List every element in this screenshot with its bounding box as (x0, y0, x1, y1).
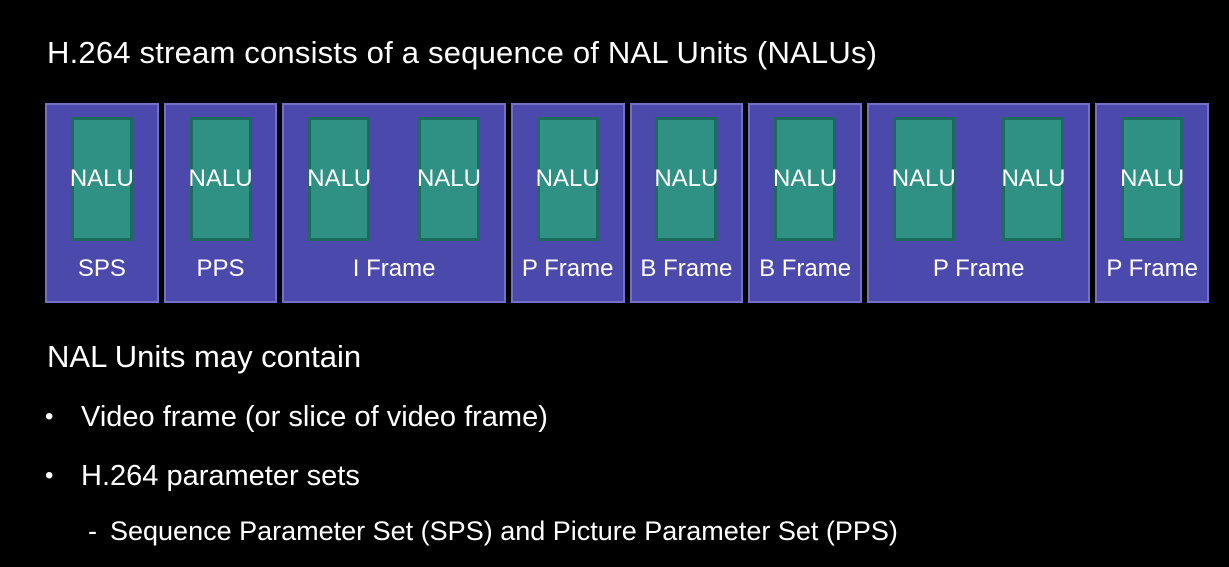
nalu-row: NALU (513, 105, 623, 241)
bullet-dot-icon: • (45, 462, 54, 489)
nalu-box: NALU (654, 117, 718, 241)
nalu-box: NALU (1120, 117, 1184, 241)
group-label: SPS (77, 255, 126, 282)
nalu-row: NALU (750, 105, 860, 241)
nalu-box: NALU (773, 117, 837, 241)
group-label: P Frame (932, 255, 1025, 282)
bullet-text: Video frame (or slice of video frame) (81, 401, 548, 433)
group-label: P Frame (1106, 255, 1198, 282)
nalu-box: NALU (536, 117, 600, 241)
nalu-row: NALU (632, 105, 742, 241)
nalu-group-pps: NALU PPS (163, 103, 278, 303)
nalu-group-b-frame: NALU B Frame (629, 103, 744, 303)
nalu-box: NALU (307, 117, 371, 241)
nalu-row: NALU (47, 105, 157, 241)
nalu-group-b-frame: NALU B Frame (748, 103, 862, 303)
nalu-box: NALU (1001, 117, 1065, 241)
subbullet-sps-pps: - Sequence Parameter Set (SPS) and Pictu… (88, 513, 1209, 549)
nalu-group-p-frame: NALU P Frame (510, 103, 625, 303)
nalu-row: NALU NALU (869, 105, 1088, 241)
nalu-row: NALU NALU (284, 105, 503, 241)
bullet-video-frame: • Video frame (or slice of video frame) (45, 399, 1209, 435)
slide-subtitle: NAL Units may contain (47, 339, 362, 374)
nalu-box: NALU (189, 117, 253, 241)
nalu-group-i-frame: NALU NALU I Frame (282, 103, 506, 303)
nalu-row: NALU (166, 105, 276, 241)
nalu-group-p-frame: NALU P Frame (1095, 103, 1210, 303)
group-label: P Frame (521, 255, 614, 282)
bullet-parameter-sets: • H.264 parameter sets (45, 458, 1209, 494)
group-label: B Frame (640, 255, 733, 282)
nalu-group-p-frame: NALU NALU P Frame (866, 103, 1091, 303)
group-label: PPS (196, 255, 245, 282)
nalu-box: NALU (892, 117, 956, 241)
group-label: I Frame (352, 255, 436, 282)
nalu-box: NALU (70, 117, 134, 241)
bullet-dot-icon: • (45, 403, 54, 430)
bullet-dash-icon: - (88, 516, 97, 546)
nalu-diagram: NALU SPS NALU PPS NALU NALU I Frame NALU P Frame… (45, 103, 1210, 303)
nalu-row: NALU (1097, 105, 1207, 241)
bullet-text: Sequence Parameter Set (SPS) and Picture… (110, 516, 898, 546)
nalu-group-sps: NALU SPS (45, 103, 159, 303)
bullet-text: H.264 parameter sets (81, 460, 360, 492)
nalu-box: NALU (417, 117, 481, 241)
group-label: B Frame (759, 255, 852, 282)
slide-title: H.264 stream consists of a sequence of N… (47, 35, 878, 70)
